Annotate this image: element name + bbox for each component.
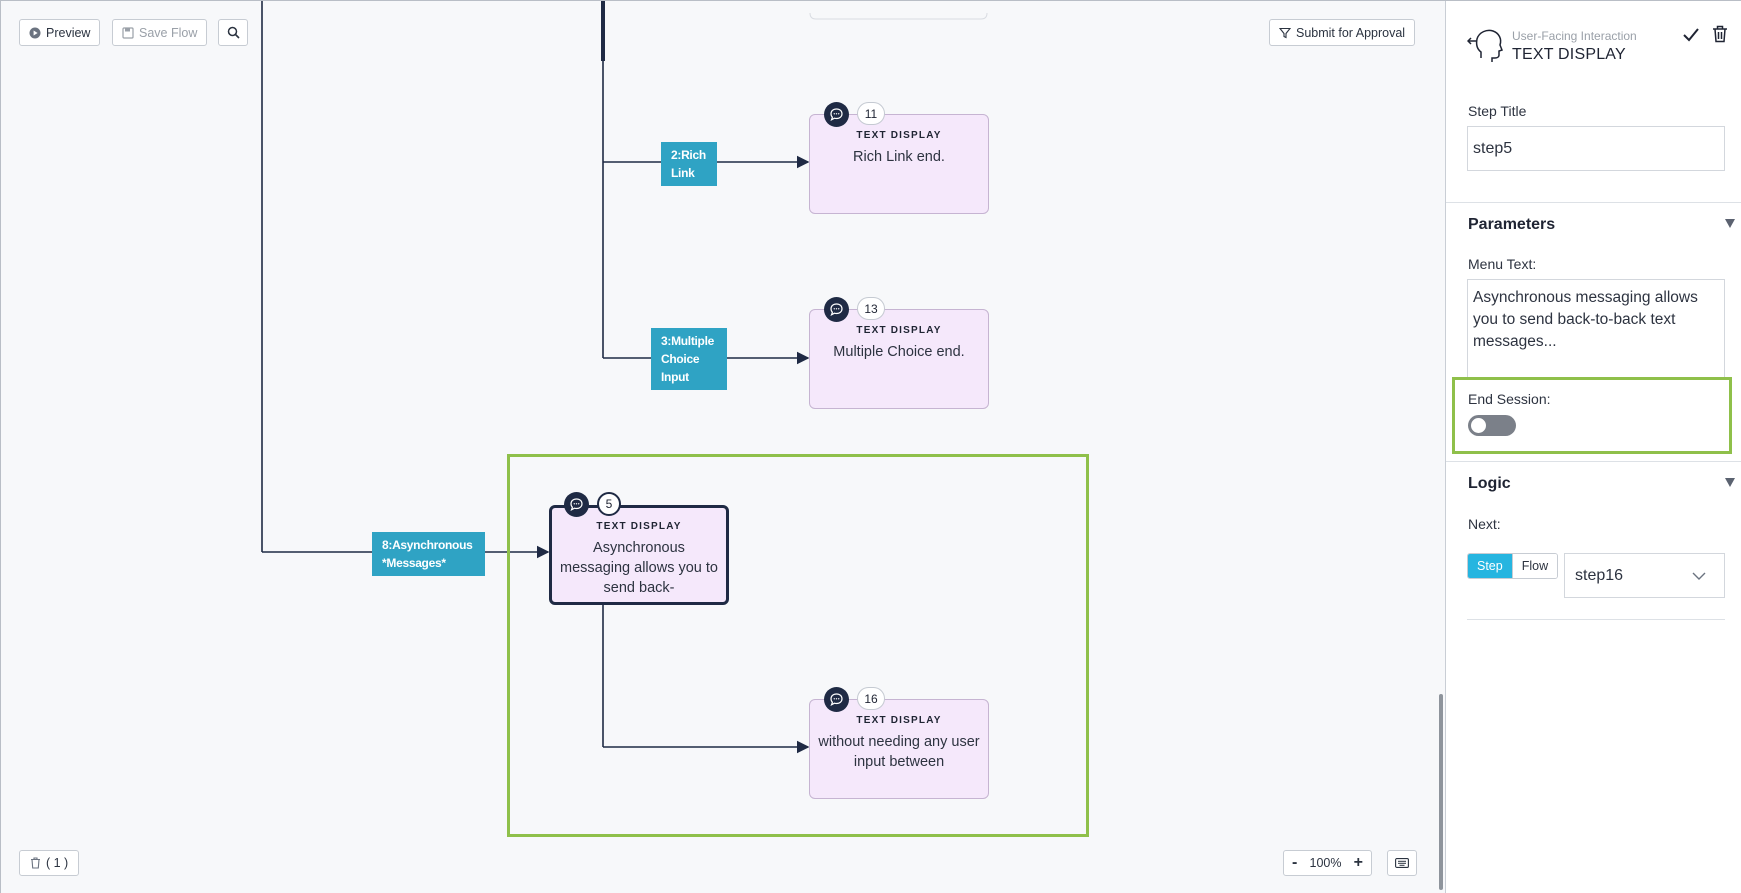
chevron-down-icon[interactable] bbox=[1725, 478, 1735, 487]
edge-label-line: 8:Asynchronous bbox=[382, 538, 473, 552]
preview-label: Preview bbox=[46, 25, 91, 40]
preview-button[interactable]: Preview bbox=[19, 19, 101, 46]
step-title-input[interactable]: step5 bbox=[1467, 126, 1725, 171]
edge-label-line: Input bbox=[661, 370, 689, 384]
delete-icon[interactable] bbox=[1712, 25, 1728, 43]
panel-title: TEXT DISPLAY bbox=[1512, 46, 1626, 63]
edge-label-line: Choice bbox=[661, 352, 700, 366]
next-label: Next: bbox=[1468, 516, 1501, 532]
submit-label: Submit for Approval bbox=[1296, 25, 1406, 40]
trash-icon bbox=[31, 857, 40, 869]
edge-label-asynchronous-messages[interactable]: 8:Asynchronous *Messages* bbox=[372, 532, 485, 576]
trash-count: ( 1 ) bbox=[46, 856, 69, 870]
submit-for-approval-button[interactable]: Submit for Approval bbox=[1269, 19, 1416, 46]
panel-subtitle: User-Facing Interaction bbox=[1512, 29, 1637, 43]
node-type-label: TEXT DISPLAY bbox=[856, 325, 942, 336]
save-flow-button[interactable]: Save Flow bbox=[112, 19, 208, 46]
zoom-out-button[interactable]: - bbox=[1292, 854, 1298, 871]
node-text: Rich Link end. bbox=[853, 149, 945, 165]
highlight-box bbox=[507, 454, 1089, 837]
flow-canvas[interactable]: Preview Save Flow Submit for Approval 2:… bbox=[1, 1, 1445, 893]
offscreen-node-edge bbox=[809, 12, 988, 20]
menu-text-label: Menu Text: bbox=[1468, 256, 1537, 272]
edge-label-line: 3:Multiple bbox=[661, 334, 714, 348]
section-divider bbox=[1467, 619, 1725, 620]
logic-heading[interactable]: Logic bbox=[1468, 475, 1511, 492]
edge-label-line: Link bbox=[671, 166, 695, 180]
step-mode-button[interactable]: Step bbox=[1468, 554, 1512, 578]
checkmark-icon[interactable] bbox=[1682, 27, 1700, 43]
zoom-controls: - 100% + bbox=[1283, 850, 1372, 876]
node-id-badge: 5 bbox=[597, 492, 621, 516]
trash-button[interactable]: ( 1 ) bbox=[19, 850, 80, 876]
next-step-select[interactable]: step16 bbox=[1564, 553, 1725, 598]
node-id-badge: 16 bbox=[857, 687, 885, 710]
node-type-label: TEXT DISPLAY bbox=[856, 130, 942, 141]
chevron-down-icon bbox=[1692, 572, 1706, 580]
node-type-label: TEXT DISPLAY bbox=[596, 521, 682, 532]
properties-panel: User-Facing Interaction TEXT DISPLAY Ste… bbox=[1445, 1, 1741, 893]
node-id-badge: 11 bbox=[857, 102, 885, 125]
filter-icon bbox=[1279, 27, 1291, 38]
section-divider bbox=[1446, 461, 1741, 462]
node-text: without needing any user input between bbox=[818, 734, 980, 770]
zoom-in-button[interactable]: + bbox=[1353, 854, 1363, 871]
keyboard-shortcuts-button[interactable] bbox=[1387, 850, 1417, 876]
chevron-down-icon[interactable] bbox=[1725, 219, 1735, 228]
save-flow-label: Save Flow bbox=[139, 25, 198, 40]
chat-bubble-icon bbox=[824, 297, 849, 322]
next-mode-segmented: Step Flow bbox=[1467, 553, 1559, 579]
flow-node-11[interactable]: TEXT DISPLAY Rich Link end. bbox=[809, 114, 989, 214]
flow-node-16[interactable]: TEXT DISPLAY without needing any user in… bbox=[809, 699, 989, 799]
flow-node-13[interactable]: TEXT DISPLAY Multiple Choice end. bbox=[809, 309, 989, 409]
edge-label-rich-link[interactable]: 2:Rich Link bbox=[661, 142, 717, 186]
chat-bubble-icon bbox=[564, 492, 589, 517]
edge-label-line: 2:Rich bbox=[671, 148, 706, 162]
parameters-heading[interactable]: Parameters bbox=[1468, 216, 1556, 233]
next-step-value: step16 bbox=[1575, 566, 1624, 584]
node-text: Multiple Choice end. bbox=[833, 344, 965, 360]
step-title-label: Step Title bbox=[1468, 103, 1527, 119]
keyboard-icon bbox=[1395, 858, 1409, 868]
flow-node-5-selected[interactable]: TEXT DISPLAY Asynchronous messaging allo… bbox=[549, 505, 729, 605]
toggle-knob bbox=[1471, 418, 1486, 433]
node-text: Asynchronous messaging allows you to sen… bbox=[560, 540, 718, 596]
end-session-label: End Session: bbox=[1468, 391, 1551, 407]
chat-bubble-icon bbox=[824, 687, 849, 712]
section-divider bbox=[1446, 202, 1741, 203]
play-icon bbox=[29, 27, 41, 38]
highlight-box bbox=[1452, 377, 1732, 454]
search-button[interactable] bbox=[218, 19, 248, 46]
save-icon bbox=[122, 26, 134, 39]
end-session-toggle[interactable] bbox=[1468, 415, 1516, 436]
search-icon bbox=[227, 26, 240, 39]
zoom-level: 100% bbox=[1309, 856, 1342, 870]
edge-label-multiple-choice[interactable]: 3:Multiple Choice Input bbox=[651, 328, 727, 390]
vertical-scrollbar[interactable] bbox=[1439, 694, 1443, 890]
edge-label-line: *Messages* bbox=[382, 556, 446, 570]
head-interaction-icon bbox=[1467, 29, 1503, 62]
flow-mode-button[interactable]: Flow bbox=[1511, 554, 1558, 578]
node-type-label: TEXT DISPLAY bbox=[856, 715, 942, 726]
node-id-badge: 13 bbox=[857, 297, 885, 320]
menu-text-textarea[interactable]: Asynchronous messaging allows you to sen… bbox=[1467, 279, 1725, 378]
chat-bubble-icon bbox=[824, 102, 849, 127]
